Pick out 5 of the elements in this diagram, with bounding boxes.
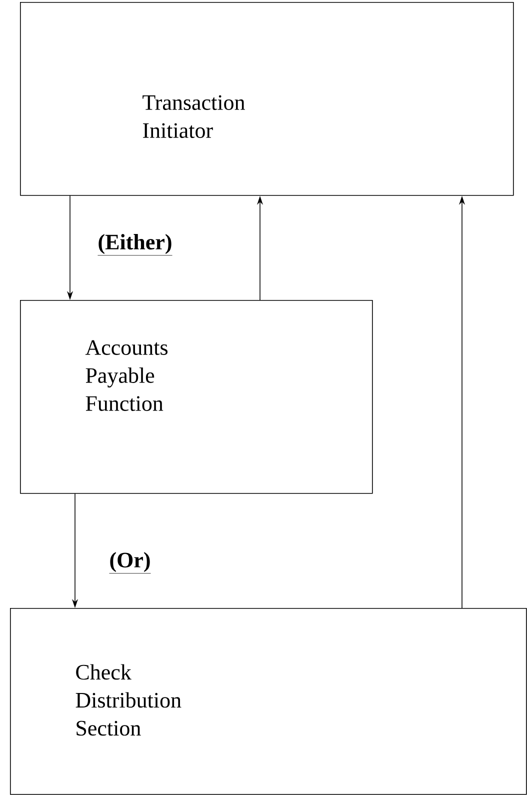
edge-label: (Either) (96, 233, 174, 257)
process-box: Accounts Payable Function (20, 300, 373, 494)
process-box: Transaction Initiator (20, 2, 514, 196)
edge-label: (Or) (108, 551, 152, 575)
process-box: Check Distribution Section (10, 608, 527, 795)
